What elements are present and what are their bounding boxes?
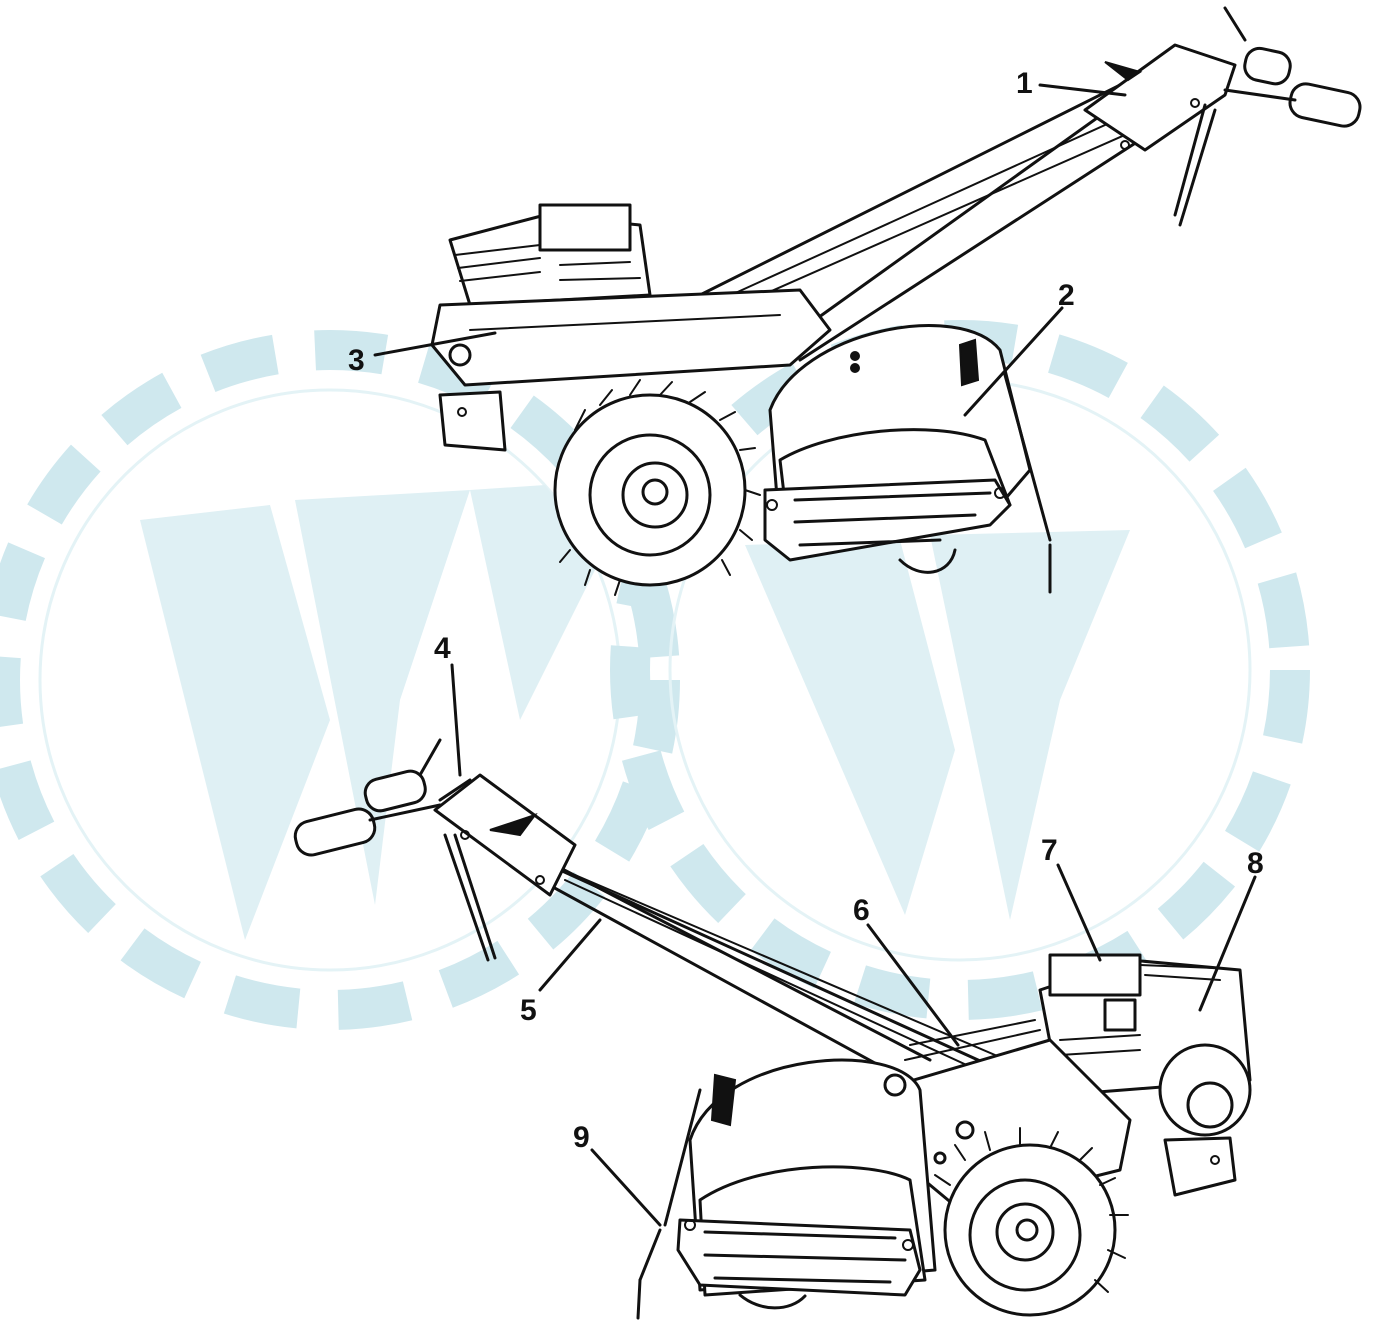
top-tiller-illustration bbox=[430, 6, 1362, 596]
callout-6: 6 bbox=[853, 894, 960, 1047]
callouts: 1 2 3 4 5 6 7 8 bbox=[348, 67, 1264, 1227]
callout-9-label: 9 bbox=[573, 1121, 590, 1154]
top-tine-shield bbox=[763, 324, 1052, 594]
callout-4: 4 bbox=[434, 632, 462, 777]
callout-3: 3 bbox=[348, 331, 497, 377]
callout-1: 1 bbox=[1016, 67, 1127, 100]
callout-3-label: 3 bbox=[348, 344, 365, 377]
bottom-handlebar bbox=[293, 738, 1031, 1087]
callout-5-label: 5 bbox=[520, 994, 537, 1027]
watermark-w-mark bbox=[140, 485, 1130, 940]
bottom-engine bbox=[1038, 953, 1252, 1197]
callout-9: 9 bbox=[573, 1121, 662, 1227]
top-wheel bbox=[553, 379, 761, 596]
watermark bbox=[0, 320, 1310, 1030]
callout-7: 7 bbox=[1041, 834, 1102, 962]
callout-6-label: 6 bbox=[853, 894, 870, 927]
callout-8-label: 8 bbox=[1247, 847, 1264, 880]
top-engine bbox=[448, 203, 652, 307]
callout-1-label: 1 bbox=[1016, 67, 1033, 100]
callout-8: 8 bbox=[1198, 847, 1264, 1012]
callout-5: 5 bbox=[520, 918, 602, 1027]
bottom-tine-shield bbox=[636, 1058, 937, 1320]
callout-2: 2 bbox=[963, 279, 1075, 417]
watermark-gear-left bbox=[0, 330, 680, 1030]
callout-2-label: 2 bbox=[1058, 279, 1075, 312]
top-handlebar bbox=[688, 6, 1362, 362]
callout-4-label: 4 bbox=[434, 632, 451, 665]
bottom-tiller-illustration bbox=[293, 738, 1252, 1320]
bottom-wheel bbox=[934, 1127, 1129, 1317]
callout-7-label: 7 bbox=[1041, 834, 1058, 867]
